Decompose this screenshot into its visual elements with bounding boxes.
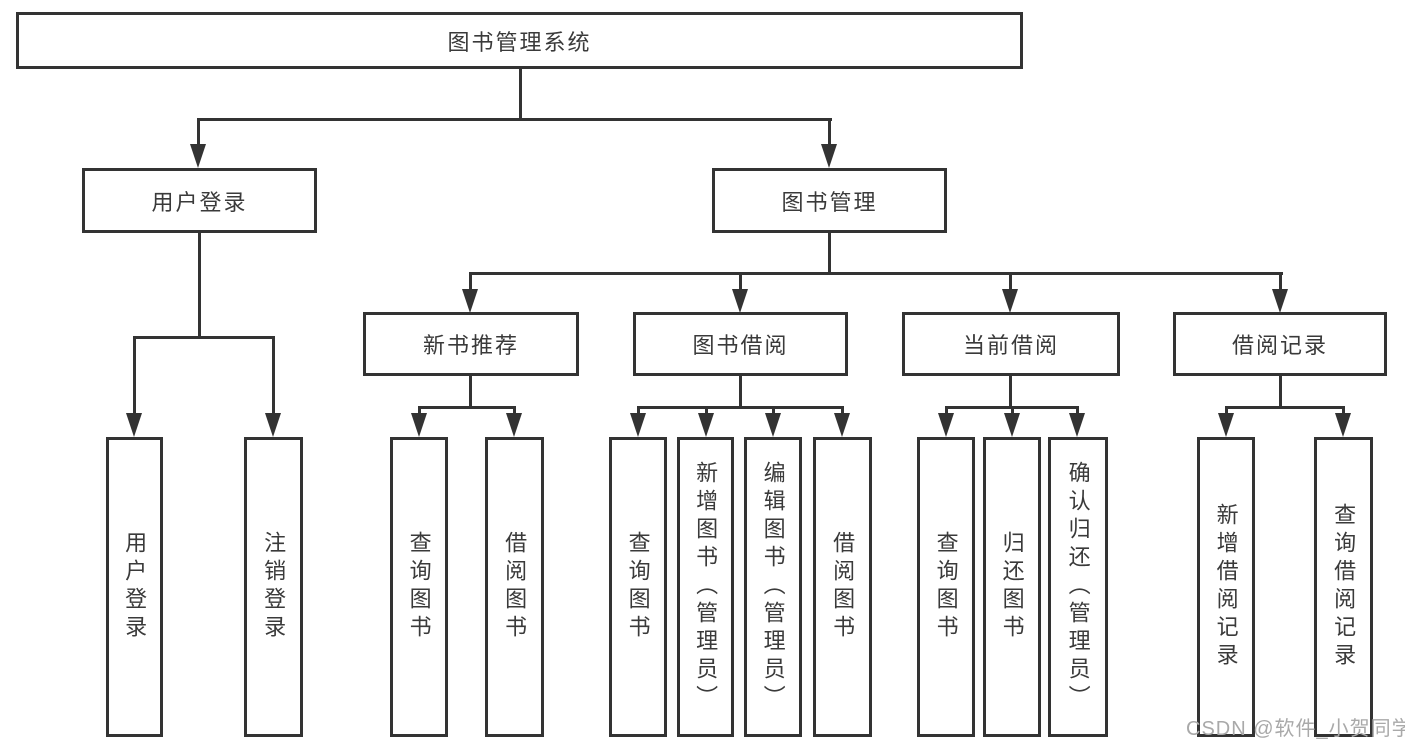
leaf-user-login: 用户登录 <box>106 437 163 737</box>
leaf-rec-borrow-book-label: 借阅图书 <box>502 531 528 643</box>
arrow-icon <box>190 144 206 168</box>
arrow-icon <box>1069 413 1085 437</box>
leaf-borrow-borrow-book-label: 借阅图书 <box>830 531 856 643</box>
arrow-icon <box>732 289 748 313</box>
connector-to-current <box>1009 272 1012 294</box>
arrow-icon <box>630 413 646 437</box>
arrow-icon <box>506 413 522 437</box>
connector-to-leaf-user-login <box>133 336 136 418</box>
connector-current-stem <box>1009 376 1012 409</box>
connector-to-leaf-logout <box>272 336 275 418</box>
connector-splitter-borrow <box>637 406 844 409</box>
connector-user-login-stem <box>198 233 201 339</box>
node-user-login-label: 用户登录 <box>151 189 248 215</box>
connector-book-management-stem <box>828 233 831 275</box>
leaf-current-return-book: 归还图书 <box>983 437 1041 737</box>
leaf-borrow-borrow-book: 借阅图书 <box>813 437 872 737</box>
node-book-management: 图书管理 <box>712 168 947 233</box>
node-borrow-record-label: 借阅记录 <box>1231 333 1328 358</box>
leaf-rec-borrow-book: 借阅图书 <box>485 437 544 737</box>
arrow-icon <box>834 413 850 437</box>
node-current-borrow: 当前借阅 <box>902 312 1120 376</box>
leaf-record-query-record: 查询借阅记录 <box>1314 437 1373 737</box>
node-borrow-record: 借阅记录 <box>1173 312 1387 376</box>
node-book-borrow: 图书借阅 <box>633 312 848 376</box>
connector-to-recommend <box>469 272 472 294</box>
leaf-current-return-book-label: 归还图书 <box>999 531 1025 643</box>
leaf-logout: 注销登录 <box>244 437 303 737</box>
connector-borrow-stem <box>739 376 742 409</box>
leaf-rec-query-book-label: 查询图书 <box>406 531 432 643</box>
leaf-borrow-query-book-label: 查询图书 <box>625 531 651 643</box>
leaf-record-query-record-label: 查询借阅记录 <box>1331 503 1357 671</box>
arrow-icon <box>265 413 281 437</box>
connector-splitter-level1 <box>197 118 832 121</box>
connector-to-record <box>1279 272 1282 294</box>
connector-recommend-stem <box>469 376 472 409</box>
arrow-icon <box>1218 413 1234 437</box>
arrow-icon <box>126 413 142 437</box>
arrow-icon <box>1335 413 1351 437</box>
connector-to-borrow <box>739 272 742 294</box>
connector-splitter-login <box>133 336 275 339</box>
arrow-icon <box>411 413 427 437</box>
leaf-borrow-add-book-label: 新增图书（管理员） <box>693 461 719 713</box>
leaf-record-add-record-label: 新增借阅记录 <box>1213 503 1239 671</box>
node-user-login: 用户登录 <box>82 168 317 233</box>
arrow-icon <box>821 144 837 168</box>
leaf-logout-label: 注销登录 <box>261 531 287 643</box>
arrow-icon <box>938 413 954 437</box>
node-book-management-label: 图书管理 <box>781 189 878 215</box>
node-root: 图书管理系统 <box>16 12 1023 69</box>
leaf-rec-query-book: 查询图书 <box>390 437 448 737</box>
arrow-icon <box>462 289 478 313</box>
connector-to-book-management <box>828 118 831 148</box>
node-book-borrow-label: 图书借阅 <box>692 333 789 358</box>
leaf-current-confirm-return-label: 确认归还（管理员） <box>1065 461 1091 713</box>
node-root-label: 图书管理系统 <box>447 29 592 55</box>
connector-root-stem <box>519 68 522 120</box>
node-new-book-recommend: 新书推荐 <box>363 312 579 376</box>
connector-to-user-login <box>197 118 200 148</box>
leaf-borrow-add-book: 新增图书（管理员） <box>677 437 734 737</box>
leaf-current-query-book-label: 查询图书 <box>933 531 959 643</box>
leaf-current-query-book: 查询图书 <box>917 437 975 737</box>
leaf-record-add-record: 新增借阅记录 <box>1197 437 1255 737</box>
connector-splitter-level2 <box>469 272 1283 275</box>
watermark: CSDN @软件_小贺同学 <box>1186 718 1405 740</box>
connector-record-stem <box>1279 376 1282 409</box>
node-current-borrow-label: 当前借阅 <box>962 333 1059 358</box>
arrow-icon <box>765 413 781 437</box>
node-new-book-recommend-label: 新书推荐 <box>422 333 519 358</box>
connector-splitter-recommend <box>418 406 516 409</box>
leaf-current-confirm-return: 确认归还（管理员） <box>1048 437 1108 737</box>
arrow-icon <box>698 413 714 437</box>
leaf-borrow-edit-book: 编辑图书（管理员） <box>744 437 802 737</box>
leaf-borrow-query-book: 查询图书 <box>609 437 667 737</box>
leaf-user-login-label: 用户登录 <box>122 531 148 643</box>
arrow-icon <box>1272 289 1288 313</box>
leaf-borrow-edit-book-label: 编辑图书（管理员） <box>760 461 786 713</box>
connector-splitter-record <box>1225 406 1345 409</box>
arrow-icon <box>1002 289 1018 313</box>
arrow-icon <box>1004 413 1020 437</box>
